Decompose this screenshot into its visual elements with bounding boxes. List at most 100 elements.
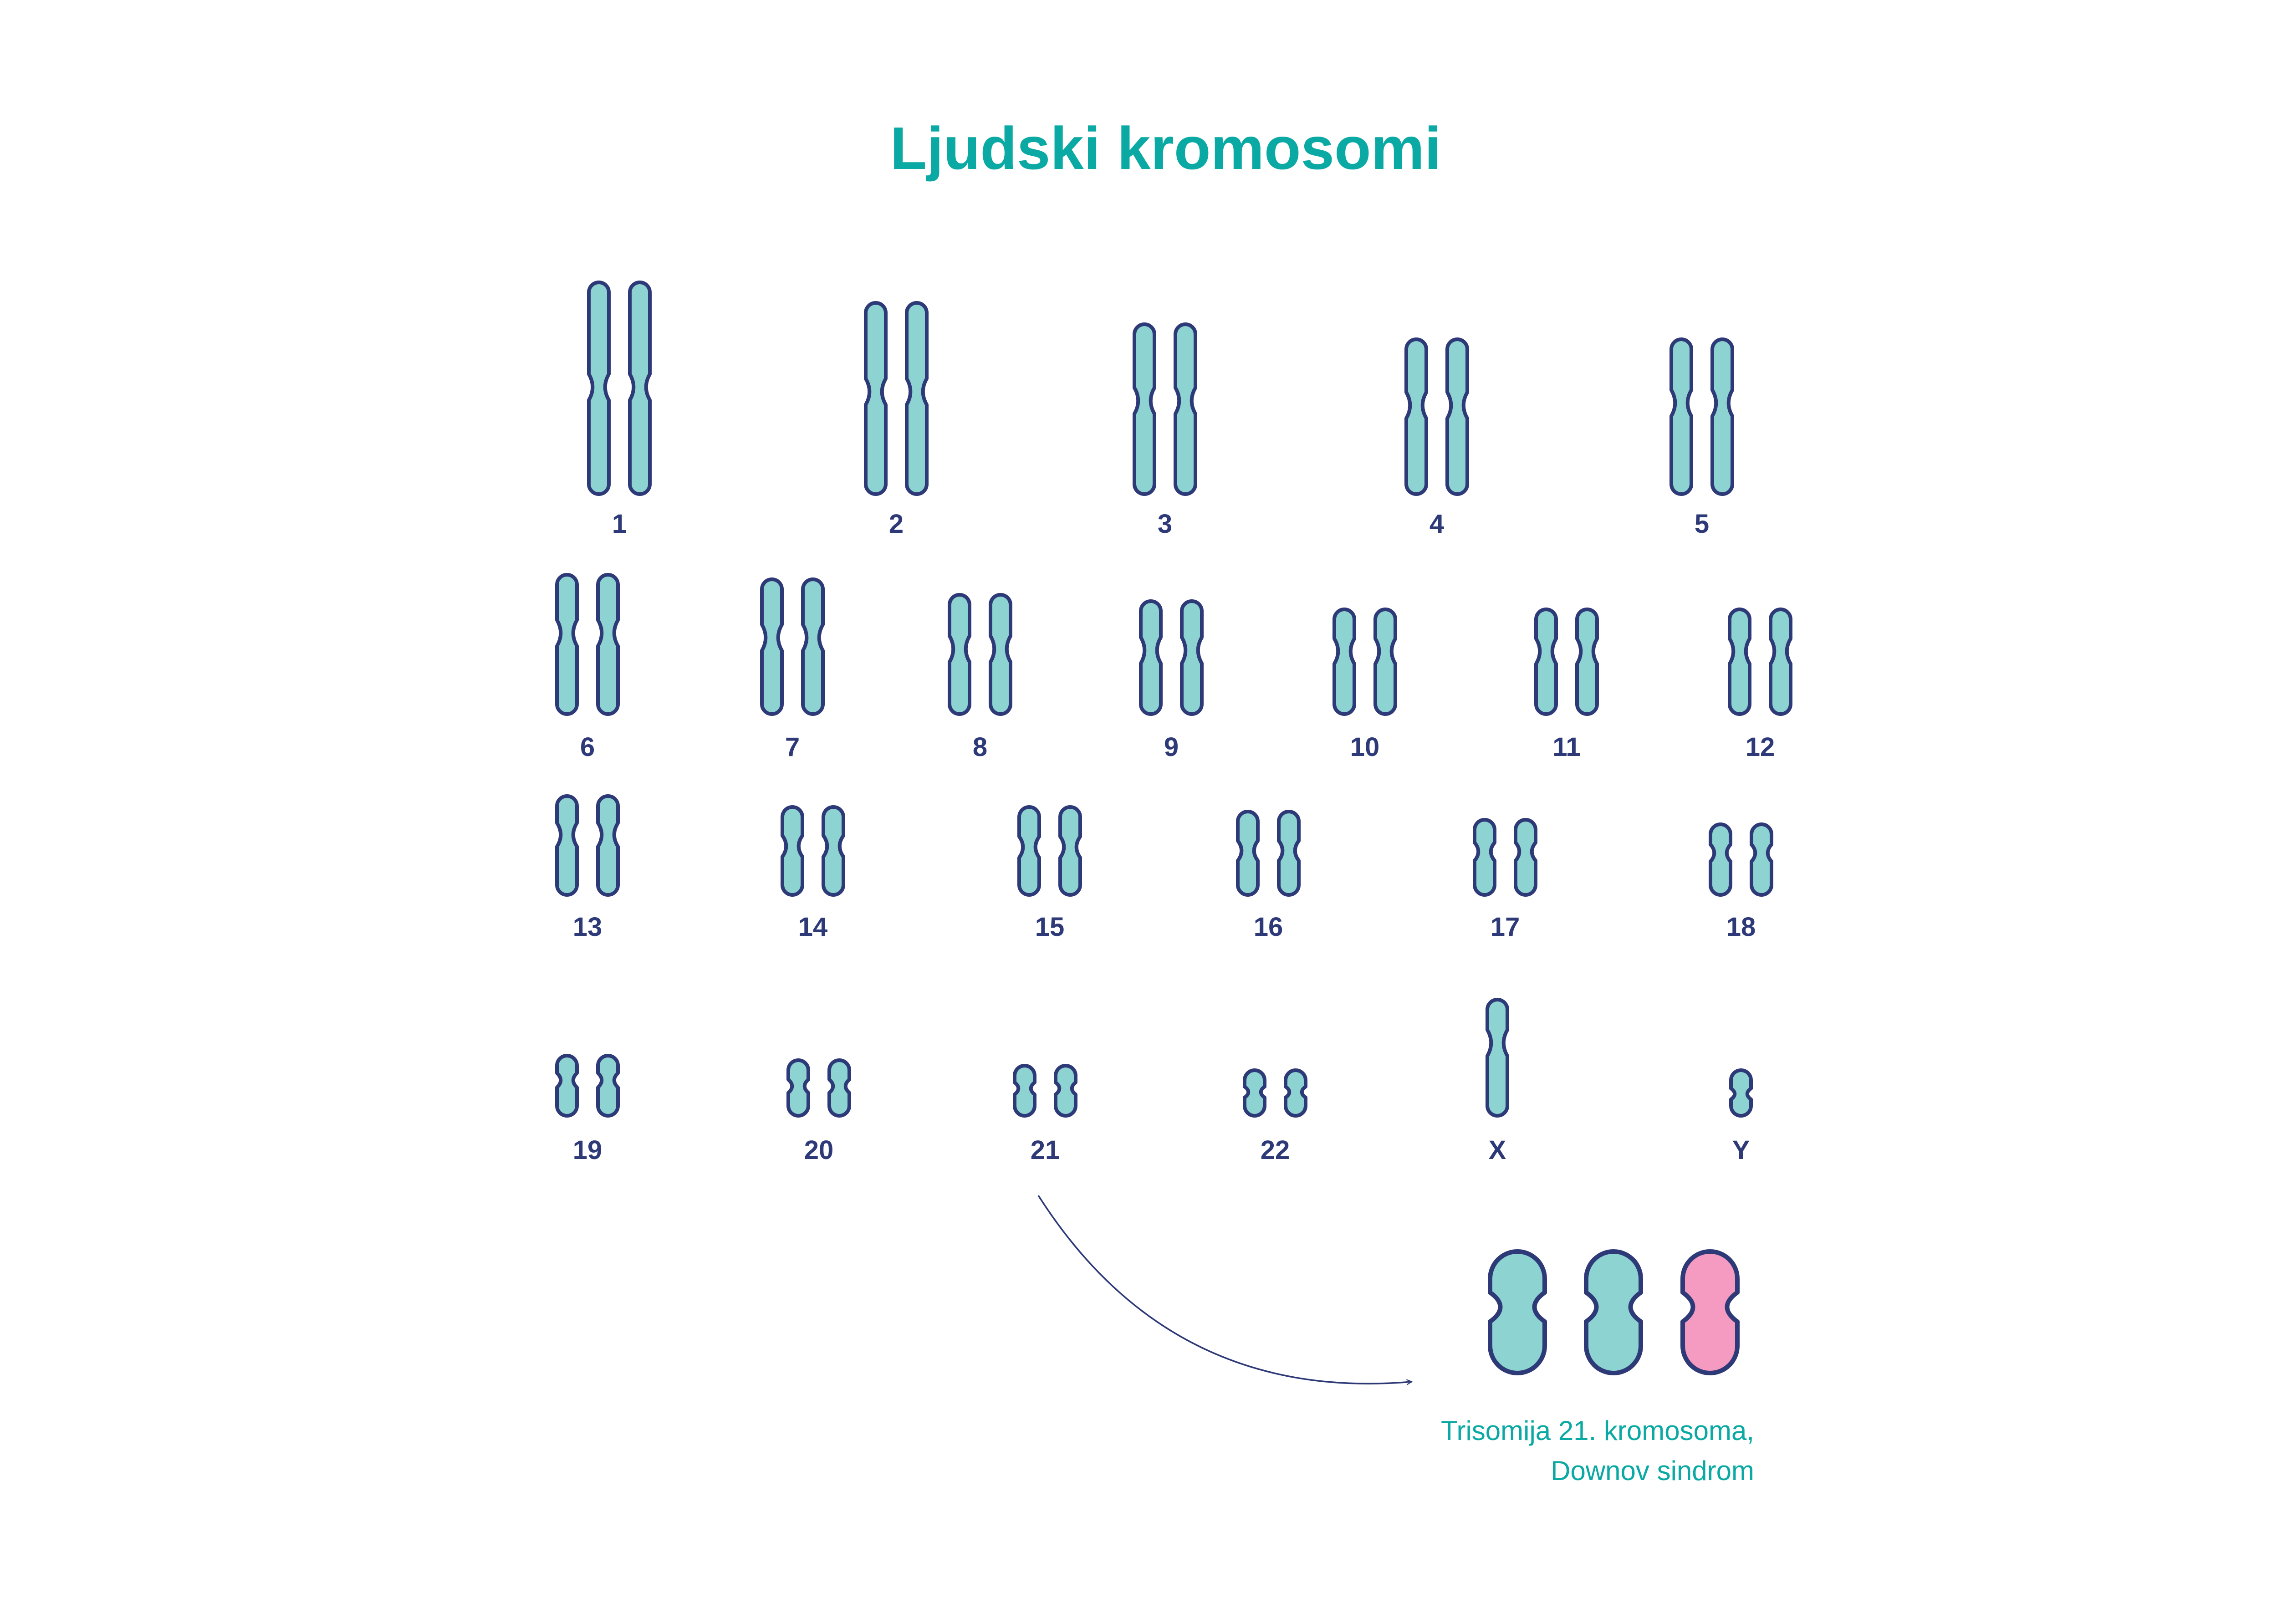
chromosome-label-5: 5 xyxy=(1695,509,1709,539)
chromatid-14-2 xyxy=(822,805,845,897)
chromosome-15: 15 xyxy=(1017,805,1082,942)
chromatid-14-1 xyxy=(781,805,804,897)
chromatid-7-2 xyxy=(801,577,825,716)
chromatid-1-1 xyxy=(587,281,611,496)
chromatid-6-2 xyxy=(596,573,620,716)
chromatid-21-1 xyxy=(1013,1064,1036,1118)
chromosome-label-21: 21 xyxy=(1031,1135,1060,1165)
chromosome-label-16: 16 xyxy=(1254,912,1283,942)
chromatid-12-2 xyxy=(1769,608,1792,716)
chromosome-8: 8 xyxy=(948,593,1012,762)
chromosome-label-18: 18 xyxy=(1726,912,1756,942)
chromatid-19-2 xyxy=(596,1054,620,1118)
chromatid-18-1 xyxy=(1709,822,1732,897)
chromosome-label-19: 19 xyxy=(573,1135,602,1165)
chromatid-16-2 xyxy=(1277,810,1301,897)
chromatid-22-1 xyxy=(1243,1068,1266,1118)
chromosome-label-22: 22 xyxy=(1261,1135,1290,1165)
chromosome-label-12: 12 xyxy=(1746,732,1775,762)
chromosome-label-2: 2 xyxy=(889,509,904,539)
chromosome-7: 7 xyxy=(760,577,825,762)
chromatid-10-1 xyxy=(1333,608,1356,716)
chromatid-6-1 xyxy=(555,573,579,716)
chromosome-22: 22 xyxy=(1243,1068,1307,1165)
chromatid-3-2 xyxy=(1174,322,1197,496)
chromatid-9-2 xyxy=(1180,599,1204,716)
chromatid-20-1 xyxy=(786,1058,810,1118)
chromosome-label-x: X xyxy=(1489,1135,1506,1165)
chromatid-9-1 xyxy=(1139,599,1163,716)
trisomy-21-chromosomes xyxy=(1488,1249,1740,1375)
chromosome-label-3: 3 xyxy=(1158,509,1172,539)
trisomy-caption-line2: Downov sindrom xyxy=(1551,1455,1754,1486)
chromosome-label-17: 17 xyxy=(1491,912,1520,942)
chromosome-2: 2 xyxy=(864,301,929,539)
trisomy-caption: Trisomija 21. kromosoma, Downov sindrom xyxy=(1441,1411,1754,1491)
chromatid-21-2 xyxy=(1054,1064,1077,1118)
chromatid-5-2 xyxy=(1710,337,1734,496)
chromosome-y: Y xyxy=(1729,1068,1753,1165)
chromatid-x-1 xyxy=(1486,998,1509,1118)
chromatid-7-1 xyxy=(760,577,784,716)
trisomy-caption-line1: Trisomija 21. kromosoma, xyxy=(1441,1415,1754,1446)
chromosome-label-6: 6 xyxy=(580,732,595,762)
trisomy-chromosome-3 xyxy=(1680,1249,1740,1375)
chromatid-16-1 xyxy=(1236,810,1260,897)
chromatid-17-1 xyxy=(1473,818,1496,897)
chromosome-label-7: 7 xyxy=(785,732,800,762)
chromatid-4-1 xyxy=(1404,337,1428,496)
chromosome-19: 19 xyxy=(555,1054,620,1165)
chromosome-label-13: 13 xyxy=(573,912,602,942)
chromosome-label-8: 8 xyxy=(973,732,987,762)
chromosome-label-9: 9 xyxy=(1164,732,1179,762)
chromatid-11-1 xyxy=(1534,608,1558,716)
chromatid-8-1 xyxy=(948,593,971,716)
chromatid-5-1 xyxy=(1669,337,1693,496)
chromosome-17: 17 xyxy=(1473,818,1537,942)
chromatid-22-2 xyxy=(1284,1068,1307,1118)
chromatid-12-1 xyxy=(1728,608,1751,716)
chromosome-3: 3 xyxy=(1133,322,1197,539)
chromatid-3-1 xyxy=(1133,322,1156,496)
chromosome-x: X xyxy=(1486,998,1509,1165)
chromosome-13: 13 xyxy=(555,794,620,942)
chromosome-label-1: 1 xyxy=(612,509,627,539)
chromosome-18: 18 xyxy=(1709,822,1773,942)
chromosome-21: 21 xyxy=(1013,1064,1077,1165)
chromosome-4: 4 xyxy=(1404,337,1469,539)
chromosome-20: 20 xyxy=(786,1058,851,1165)
chromatid-13-1 xyxy=(555,794,579,897)
chromosome-label-10: 10 xyxy=(1350,732,1380,762)
chromosome-label-11: 11 xyxy=(1552,732,1580,762)
chromosome-label-20: 20 xyxy=(804,1135,834,1165)
chromatid-4-2 xyxy=(1445,337,1469,496)
chromatid-18-2 xyxy=(1750,822,1773,897)
chromatid-20-2 xyxy=(827,1058,851,1118)
chromatid-y-1 xyxy=(1729,1068,1753,1118)
chromosome-16: 16 xyxy=(1236,810,1301,942)
chromatid-15-2 xyxy=(1058,805,1082,897)
chromatid-2-2 xyxy=(905,301,929,496)
chromosome-label-15: 15 xyxy=(1035,912,1065,942)
chromosome-label-14: 14 xyxy=(798,912,828,942)
chromatid-8-2 xyxy=(989,593,1012,716)
chromosome-6: 6 xyxy=(555,573,620,762)
chromatid-11-2 xyxy=(1575,608,1599,716)
trisomy-chromosome-2 xyxy=(1584,1249,1643,1375)
chromosome-11: 11 xyxy=(1534,608,1599,762)
chromatid-13-2 xyxy=(596,794,620,897)
chromosome-1: 1 xyxy=(587,281,652,539)
chromosome-label-4: 4 xyxy=(1430,509,1444,539)
chromosome-5: 5 xyxy=(1669,337,1734,539)
chromosome-10: 10 xyxy=(1333,608,1397,762)
trisomy-chromosome-1 xyxy=(1488,1249,1547,1375)
chromosome-label-y: Y xyxy=(1732,1135,1750,1165)
chromatid-10-2 xyxy=(1373,608,1397,716)
chromosome-14: 14 xyxy=(781,805,845,942)
chromatid-2-1 xyxy=(864,301,888,496)
figure-title: Ljudski kromosomi xyxy=(890,115,1441,182)
chromosome-9: 9 xyxy=(1139,599,1204,762)
chromatid-15-1 xyxy=(1017,805,1041,897)
